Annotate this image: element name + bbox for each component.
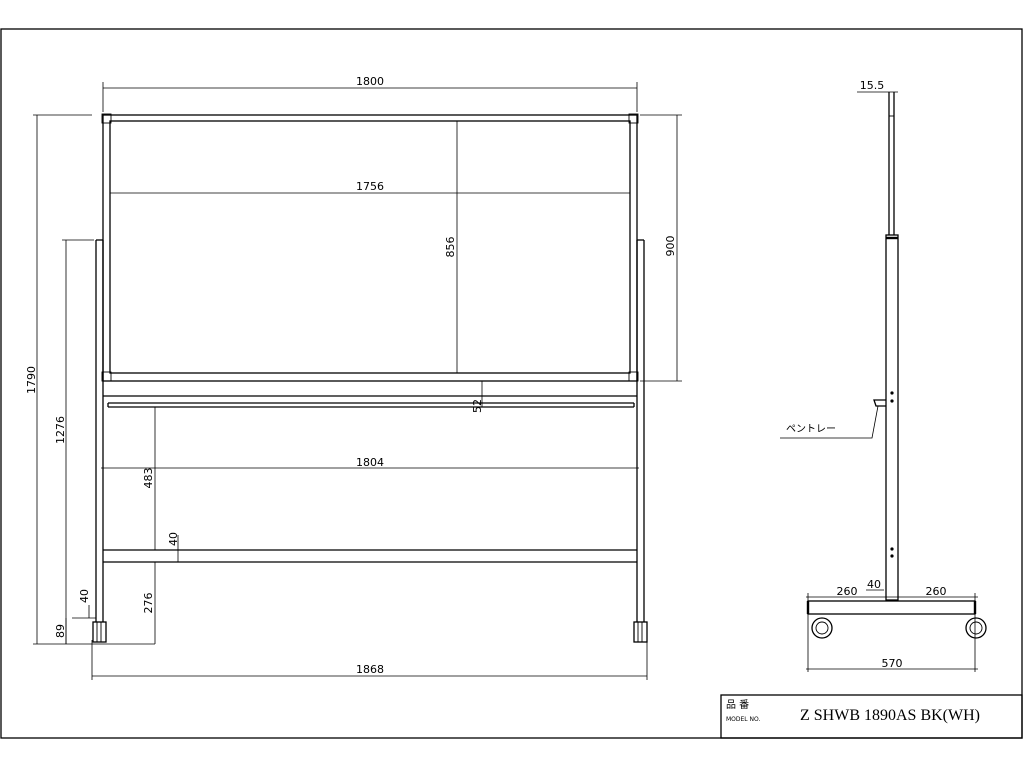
front-view: 1800 1756 856 900 52 1804 483 40 276 179… bbox=[25, 75, 682, 680]
dim-board-width: 1800 bbox=[356, 75, 384, 88]
dim-foot-height: 40 bbox=[78, 589, 91, 603]
dim-tray-gap: 52 bbox=[471, 399, 484, 413]
side-view: ペントレー 15.5 260 40 260 570 bbox=[780, 79, 987, 672]
corner-cap bbox=[628, 113, 639, 124]
corner-cap bbox=[628, 371, 639, 382]
dim-base-left: 260 bbox=[837, 585, 858, 598]
dim-board-height: 900 bbox=[664, 236, 677, 257]
dim-board-inner-height: 856 bbox=[444, 237, 457, 258]
dim-overall-height: 1790 bbox=[25, 366, 38, 394]
dim-overall-width: 1868 bbox=[356, 663, 384, 676]
board-outer-frame bbox=[102, 114, 638, 382]
dim-pole-width: 15.5 bbox=[860, 79, 885, 92]
dim-base-center: 40 bbox=[867, 578, 881, 591]
dim-base-total: 570 bbox=[882, 657, 903, 670]
side-pole bbox=[885, 234, 899, 601]
title-label-en: MODEL NO. bbox=[726, 716, 761, 723]
dim-board-inner-width: 1756 bbox=[356, 180, 384, 193]
drawing-border bbox=[0, 28, 1023, 739]
caster-right bbox=[633, 621, 648, 643]
dim-post-height: 1276 bbox=[54, 416, 67, 444]
caster-wheel-right bbox=[965, 617, 987, 639]
pen-tray bbox=[873, 399, 886, 407]
corner-cap bbox=[101, 371, 112, 382]
dim-frame-upper-span: 483 bbox=[142, 468, 155, 489]
side-base bbox=[807, 600, 976, 615]
dim-base-right: 260 bbox=[926, 585, 947, 598]
dim-frame-width: 1804 bbox=[356, 456, 384, 469]
pen-tray-label: ペントレー bbox=[786, 424, 836, 435]
dim-crossbar-floor: 276 bbox=[142, 593, 155, 614]
dim-caster-height: 89 bbox=[54, 624, 67, 638]
caster-wheel-left bbox=[811, 617, 833, 639]
dim-crossbar-height: 40 bbox=[167, 532, 180, 546]
corner-cap bbox=[101, 113, 112, 124]
model-number: Z SHWB 1890AS BK(WH) bbox=[800, 707, 980, 724]
board-inner-surface bbox=[109, 120, 631, 374]
caster-left bbox=[92, 621, 107, 643]
title-label-jp: 品 番 bbox=[726, 699, 749, 711]
title-block: 品 番 MODEL NO. Z SHWB 1890AS BK(WH) bbox=[720, 694, 1023, 739]
